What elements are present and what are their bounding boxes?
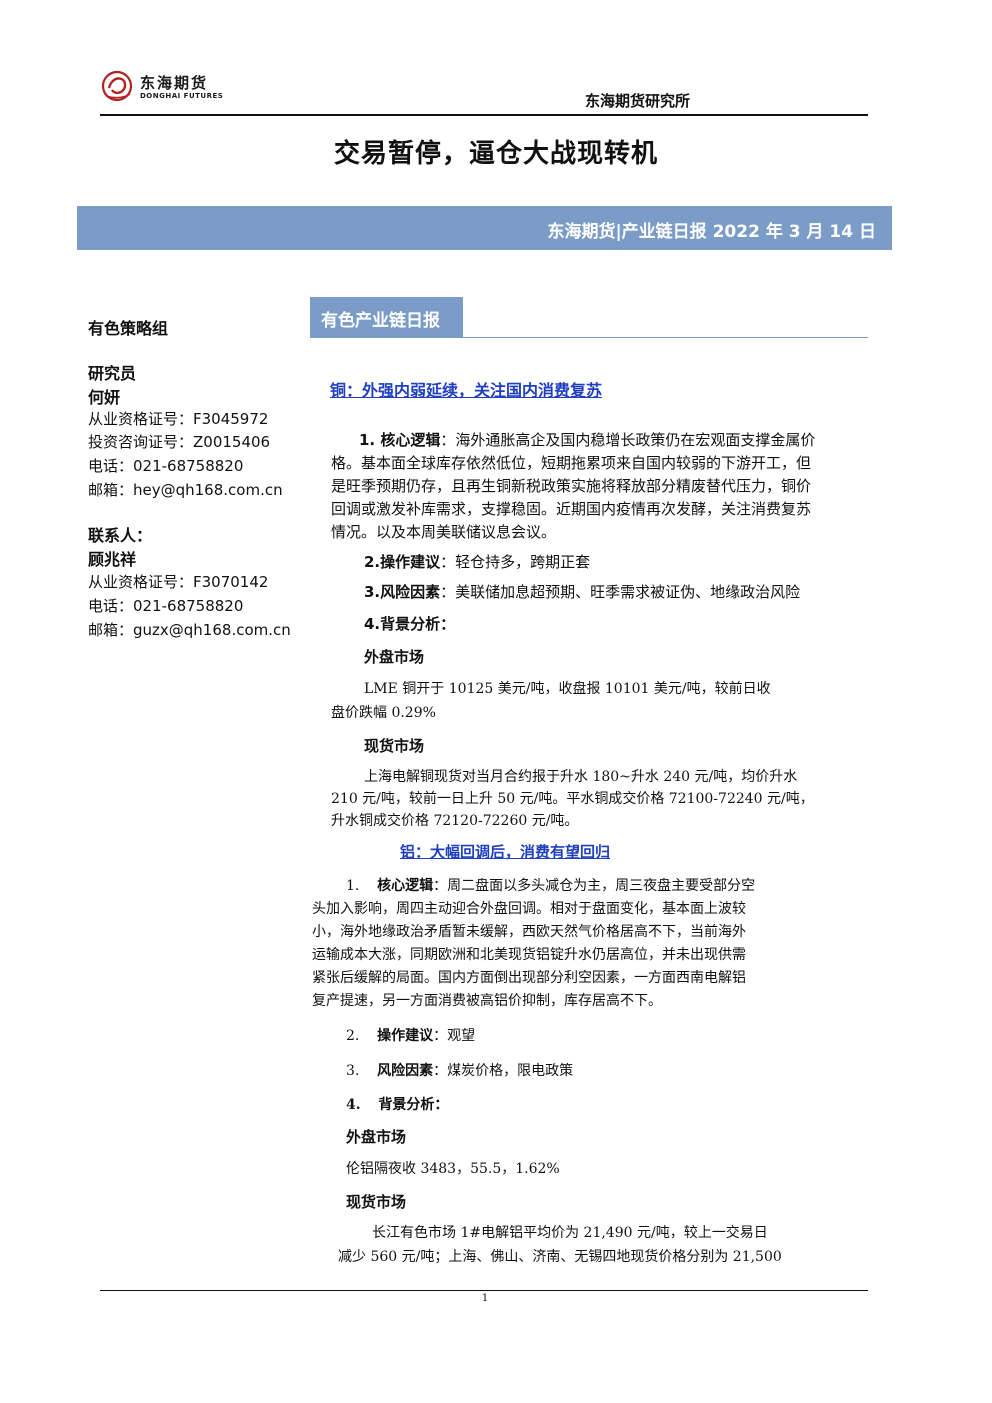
copper-logic-text-1: ：海外通胀高企及国内稳增长政策仍在宏观面支撑金属价 xyxy=(440,431,816,449)
aluminum-logic-line-1: 1. 核心逻辑：周二盘面以多头减仓为主，周三夜盘主要受部分空 xyxy=(346,875,755,895)
aluminum-logic-num: 1. xyxy=(346,878,360,894)
researcher-advisory: 投资咨询证号：Z0015406 xyxy=(88,433,271,451)
banner-text: 东海期货|产业链日报 2022 年 3 月 14 日 xyxy=(547,222,876,242)
contact-cert: 从业资格证号：F3070142 xyxy=(88,573,269,591)
copper-logic-line-4: 回调或激发补库需求，支撑稳固。近期国内疫情再次发酵，关注消费复苏 xyxy=(331,500,812,518)
aluminum-advice-label: 操作建议 xyxy=(377,1028,434,1044)
aluminum-bg: 4. 背景分析： xyxy=(346,1097,449,1113)
report-title: 交易暂停，逼仓大战现转机 xyxy=(333,139,658,169)
aluminum-logic-text-1: ：周二盘面以多头减仓为主，周三夜盘主要受部分空 xyxy=(433,878,756,894)
institute-name: 东海期货研究所 xyxy=(585,92,691,110)
copper-risk-text: ：美联储加息超预期、旺季需求被证伪、地缘政治风险 xyxy=(440,583,801,601)
aluminum-logic-line-5: 紧张后缓解的局面。国内方面倒出现部分利空因素，一方面西南电解铝 xyxy=(312,970,746,986)
copper-logic-line-1: 1. 核心逻辑：海外通胀高企及国内稳增长政策仍在宏观面支撑金属价 xyxy=(359,429,815,450)
researcher-phone: 电话：021-68758820 xyxy=(88,457,244,475)
copper-spot-line-2: 210 元/吨，较前一日上升 50 元/吨。平水铜成交价格 72100-7224… xyxy=(331,791,814,807)
aluminum-logic-line-4: 运输成本大涨，同期欧洲和北美现货铝锭升水仍居高位，并未出现供需 xyxy=(312,947,746,963)
copper-heading[interactable]: 铜：外强内弱延续，关注国内消费复苏 xyxy=(330,381,603,400)
contact-email[interactable]: 邮箱：guzx@qh168.com.cn xyxy=(88,621,291,639)
copper-logic-line-2: 格。基本面全球库存依然低位，短期拖累项来自国内较弱的下游开工，但 xyxy=(331,454,812,472)
copper-spot-line-1: 上海电解铜现货对当月合约报于升水 180~升水 240 元/吨，均价升水 xyxy=(364,769,798,785)
copper-advice-text: ：轻仓持多，跨期正套 xyxy=(440,553,591,571)
donghai-logo-icon xyxy=(101,70,133,102)
aluminum-spot-label: 现货市场 xyxy=(346,1193,407,1211)
contact-name: 顾兆祥 xyxy=(88,550,137,569)
aluminum-overseas-text: 伦铝隔夜收 3483，55.5，1.62% xyxy=(346,1161,560,1177)
aluminum-logic-label: 核心逻辑 xyxy=(377,878,434,894)
strategy-group: 有色策略组 xyxy=(88,319,169,338)
copper-overseas-line-1: LME 铜开于 10125 美元/吨，收盘报 10101 美元/吨，较前日收 xyxy=(364,681,771,697)
aluminum-spot-line-1: 长江有色市场 1#电解铝平均价为 21,490 元/吨，较上一交易日 xyxy=(372,1225,768,1241)
page-number: 1 xyxy=(481,1293,489,1304)
copper-advice: 2.操作建议：轻仓持多，跨期正套 xyxy=(364,551,590,572)
copper-risk: 3.风险因素：美联储加息超预期、旺季需求被证伪、地缘政治风险 xyxy=(364,581,800,602)
aluminum-advice-text: ：观望 xyxy=(433,1028,476,1044)
aluminum-risk-label: 风险因素 xyxy=(377,1063,434,1079)
section-tab: 有色产业链日报 xyxy=(310,297,463,337)
aluminum-overseas-label: 外盘市场 xyxy=(346,1128,407,1146)
copper-spot-label: 现货市场 xyxy=(364,737,425,755)
aluminum-logic-line-6: 复产提速，另一方面消费被高铝价抑制，库存居高不下。 xyxy=(312,993,662,1009)
header-divider xyxy=(100,114,868,116)
copper-advice-label: 2.操作建议 xyxy=(364,553,441,571)
contact-phone: 电话：021-68758820 xyxy=(88,597,244,615)
section-divider xyxy=(310,337,868,338)
aluminum-risk: 3. 风险因素：煤炭价格，限电政策 xyxy=(346,1063,574,1079)
footer-divider xyxy=(100,1290,868,1291)
copper-overseas-line-2: 盘价跌幅 0.29% xyxy=(331,705,436,721)
copper-logic-line-5: 情况。以及本周美联储议息会议。 xyxy=(331,523,557,541)
researcher-label: 研究员 xyxy=(88,364,137,383)
researcher-email[interactable]: 邮箱：hey@qh168.com.cn xyxy=(88,481,283,499)
copper-logic-label: 1. 核心逻辑 xyxy=(359,431,441,449)
copper-bg-label: 4.背景分析： xyxy=(364,615,456,633)
copper-overseas-label: 外盘市场 xyxy=(364,648,425,666)
aluminum-logic-line-3: 小，海外地缘政治矛盾暂未缓解，西欧天然气价格居高不下，当前海外 xyxy=(312,924,746,940)
logo-text-cn: 东海期货 xyxy=(140,74,209,92)
aluminum-spot-line-2: 减少 560 元/吨；上海、佛山、济南、无锡四地现货价格分别为 21,500 xyxy=(338,1249,782,1265)
copper-logic-line-3: 是旺季预期仍存，且再生铜新税政策实施将释放部分精废替代压力，铜价 xyxy=(331,477,812,495)
copper-risk-label: 3.风险因素 xyxy=(364,583,441,601)
report-banner: 东海期货|产业链日报 2022 年 3 月 14 日 xyxy=(77,206,892,250)
researcher-name: 何妍 xyxy=(88,388,121,407)
aluminum-heading[interactable]: 铝：大幅回调后，消费有望回归 xyxy=(400,843,611,861)
copper-spot-line-3: 升水铜成交价格 72120-72260 元/吨。 xyxy=(331,813,579,829)
aluminum-advice: 2. 操作建议：观望 xyxy=(346,1028,476,1044)
contact-label: 联系人： xyxy=(88,526,153,545)
researcher-cert: 从业资格证号：F3045972 xyxy=(88,410,269,428)
section-tab-label: 有色产业链日报 xyxy=(321,311,440,331)
aluminum-bg-label: 背景分析： xyxy=(378,1097,449,1113)
aluminum-logic-line-2: 头加入影响，周四主动迎合外盘回调。相对于盘面变化，基本面上波较 xyxy=(312,901,746,917)
aluminum-risk-text: ：煤炭价格，限电政策 xyxy=(433,1063,574,1079)
logo-text-en: DONGHAI FUTURES xyxy=(140,92,224,100)
